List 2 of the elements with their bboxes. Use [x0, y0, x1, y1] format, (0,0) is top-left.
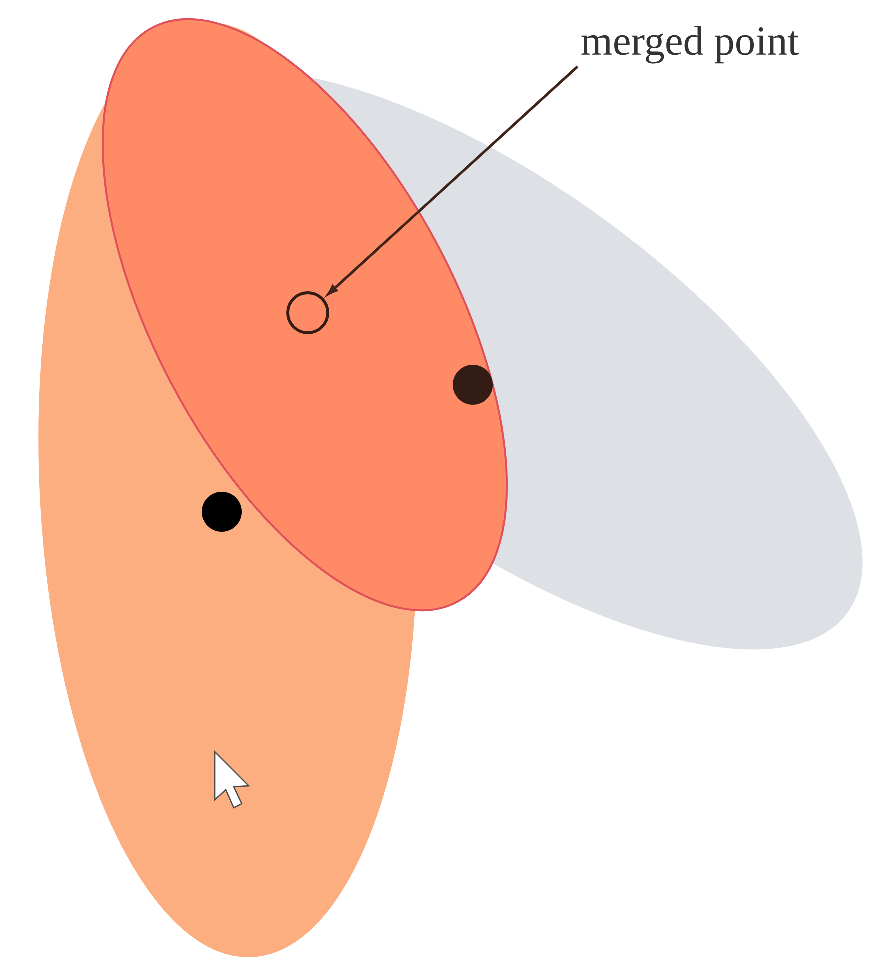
- hollow-circle: [286, 292, 330, 334]
- point-label: merged point: [582, 26, 799, 64]
